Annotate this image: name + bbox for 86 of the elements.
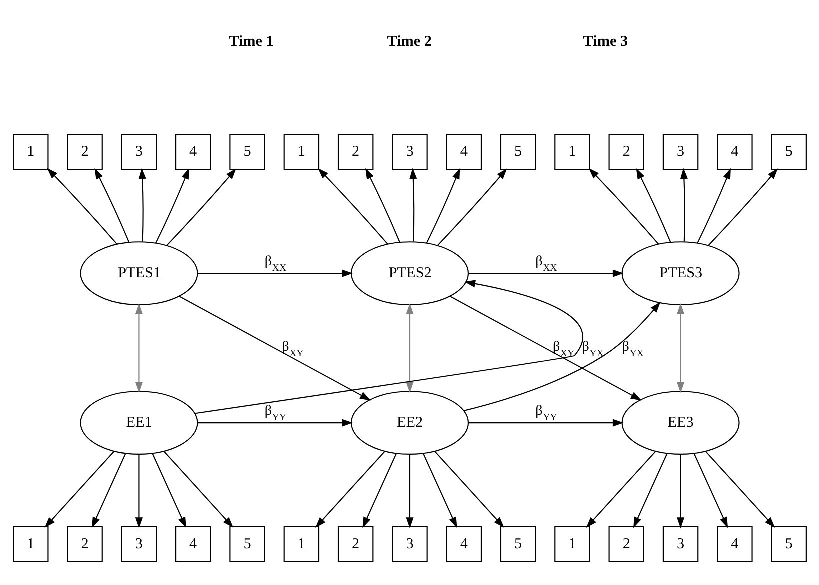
arrow: [468, 419, 624, 427]
arrow: [138, 168, 146, 242]
node-box: 2: [608, 526, 644, 562]
arrow: [693, 454, 728, 528]
edge-label: β$_{YX}$: [582, 338, 604, 360]
arrow: [134, 454, 142, 529]
edge-label: β$_{XX}$: [264, 253, 286, 274]
edge-label: β$_{XY}$: [552, 338, 574, 360]
arrow: [434, 451, 504, 528]
edge-label: β$_{YY}$: [264, 402, 286, 424]
arrow: [588, 168, 659, 245]
node-box: 5: [770, 526, 806, 562]
arrow: [163, 451, 234, 528]
node-box: 3: [392, 134, 428, 170]
edge-label: β$_{XX}$: [535, 253, 557, 274]
arrow: [44, 451, 114, 528]
node-box: 5: [500, 134, 536, 170]
arrow: [468, 270, 624, 278]
arrow: [315, 451, 385, 528]
node-box: 3: [662, 134, 698, 170]
node-box: 3: [120, 134, 157, 170]
arrow: [636, 168, 671, 242]
node-box: 3: [662, 526, 698, 562]
arrow: [365, 168, 400, 242]
arrow: [197, 270, 352, 278]
arrow: [437, 168, 507, 246]
arrow: [318, 168, 388, 245]
edge-label: β$_{XY}$: [282, 338, 304, 360]
arrow: [155, 168, 189, 244]
label: Time 2: [386, 32, 432, 50]
arrow: [134, 304, 142, 394]
label: Time 3: [582, 32, 628, 50]
arrow: [632, 454, 668, 528]
arrow: [178, 296, 370, 401]
arrow: [422, 454, 457, 528]
arrow: [46, 168, 118, 245]
arrow: [94, 168, 130, 242]
arrow: [676, 304, 684, 394]
node-box: 5: [229, 134, 265, 170]
arrow: [696, 168, 730, 244]
node-box: 1: [554, 526, 590, 562]
node-box: 4: [716, 526, 752, 562]
node-box: 2: [66, 134, 102, 170]
arrow: [708, 168, 778, 246]
node-box: 1: [12, 134, 48, 170]
arrow: [406, 304, 414, 394]
arrow: [463, 302, 660, 412]
node-ellipse: PTES2: [350, 242, 469, 306]
node-ellipse: PTES3: [621, 242, 740, 306]
node-box: 1: [554, 134, 590, 170]
node-box: 4: [175, 526, 211, 562]
node-box: 2: [337, 134, 374, 170]
arrow: [362, 454, 396, 528]
node-box: 2: [66, 526, 102, 562]
edge-label: β$_{YY}$: [535, 402, 557, 424]
arrow: [197, 419, 352, 427]
arrow: [586, 451, 656, 528]
node-box: 4: [446, 526, 482, 562]
arrow: [705, 451, 775, 528]
node-box: 3: [392, 526, 428, 562]
edge-label: β$_{YX}$: [622, 338, 644, 360]
node-box: 3: [120, 526, 157, 562]
node-box: 1: [283, 134, 320, 170]
node-box: 5: [500, 526, 536, 562]
node-box: 2: [608, 134, 644, 170]
node-box: 1: [283, 526, 320, 562]
node-box: 5: [770, 134, 806, 170]
arrow: [426, 168, 460, 244]
node-ellipse: PTES1: [80, 242, 198, 306]
node-box: 5: [229, 526, 265, 562]
arrow: [676, 454, 684, 529]
node-box: 4: [175, 134, 211, 170]
arrow: [680, 168, 688, 242]
arrow: [406, 454, 414, 529]
arrow: [194, 280, 583, 414]
node-box: 4: [716, 134, 752, 170]
arrow: [409, 168, 417, 242]
node-ellipse: EE1: [80, 391, 198, 455]
arrow: [91, 454, 126, 528]
arrow: [450, 296, 642, 401]
node-box: 2: [337, 526, 374, 562]
node-box: 1: [12, 526, 48, 562]
label: Time 1: [228, 32, 274, 50]
node-box: 4: [446, 134, 482, 170]
arrow: [152, 454, 186, 528]
arrow: [166, 168, 236, 246]
